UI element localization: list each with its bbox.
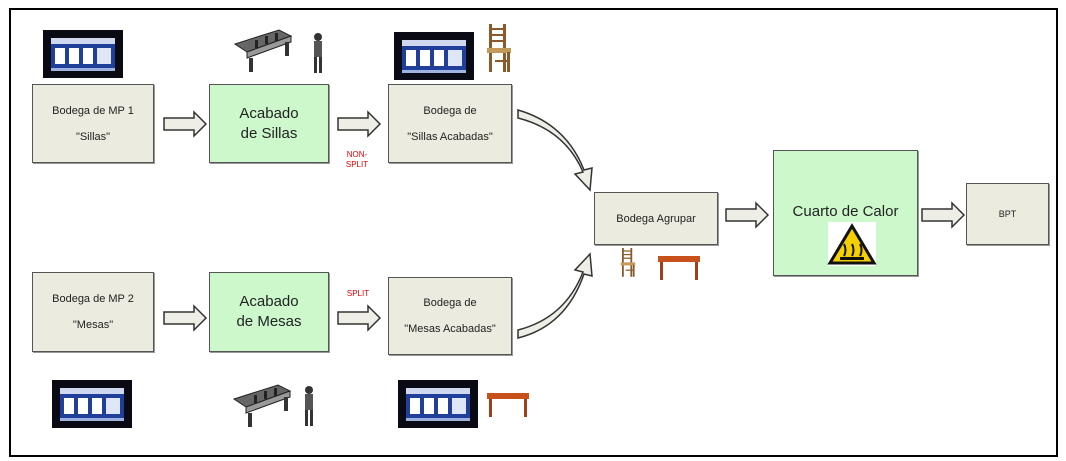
node-label: Acabado <box>239 293 299 310</box>
node-label: BPT <box>998 209 1017 219</box>
worker-icon <box>314 33 322 73</box>
node-bodega-mesas-acabadas: Bodega de "Mesas Acabadas" <box>388 277 512 355</box>
node-label: Acabado <box>239 104 299 122</box>
node-sublabel: "Sillas Acabadas" <box>407 130 493 143</box>
node-sublabel: de Sillas <box>240 124 298 142</box>
node-bodega-mp1: Bodega de MP 1 "Sillas" <box>32 84 154 163</box>
warehouse-icon <box>394 32 474 80</box>
node-sublabel: "Sillas" <box>75 130 111 143</box>
curved-arrow-sillas-to-agrupar <box>517 108 593 192</box>
tag-non-split: NON- SPLIT <box>337 150 377 170</box>
node-sublabel: "Mesas" <box>72 319 114 331</box>
workbench-icon <box>233 384 291 428</box>
node-label: Bodega de <box>423 297 477 309</box>
warehouse-icon <box>52 380 132 428</box>
warehouse-icon <box>398 380 478 428</box>
node-acabado-mesas: Acabado de Mesas <box>209 272 329 352</box>
frame-border-right <box>1056 8 1058 457</box>
tag-line: SPLIT <box>345 160 369 169</box>
tag-split: SPLIT <box>338 289 378 299</box>
workbench-icon <box>234 29 292 73</box>
node-acabado-sillas: Acabado de Sillas <box>209 84 329 163</box>
node-label: Cuarto de Calor <box>792 203 899 220</box>
node-label: Bodega de MP 1 <box>52 104 134 117</box>
tag-line: SPLIT <box>346 289 370 298</box>
table-icon <box>658 256 700 280</box>
frame-border-top <box>9 8 1058 10</box>
chair-icon <box>487 24 511 72</box>
node-label: Bodega de MP 2 <box>52 293 134 305</box>
chair-icon <box>620 248 636 277</box>
diagram-frame <box>9 8 1058 457</box>
curved-arrow-mesas-to-agrupar <box>517 252 593 339</box>
node-label: Bodega Agrupar <box>616 212 696 225</box>
node-bpt: BPT <box>966 183 1049 245</box>
tag-line: NON- <box>346 150 368 159</box>
node-bodega-agrupar: Bodega Agrupar <box>594 192 718 245</box>
node-sublabel: de Mesas <box>236 313 302 330</box>
node-sublabel: "Mesas Acabadas" <box>404 323 496 335</box>
worker-icon <box>305 386 313 426</box>
node-bodega-mp2: Bodega de MP 2 "Mesas" <box>32 272 154 352</box>
hot-surface-warning-icon <box>827 222 877 266</box>
node-cuarto-calor: Cuarto de Calor <box>773 150 918 276</box>
warehouse-icon <box>43 30 123 78</box>
table-icon <box>487 393 529 417</box>
node-label: Bodega de <box>423 104 477 117</box>
node-bodega-sillas-acabadas: Bodega de "Sillas Acabadas" <box>388 84 512 163</box>
